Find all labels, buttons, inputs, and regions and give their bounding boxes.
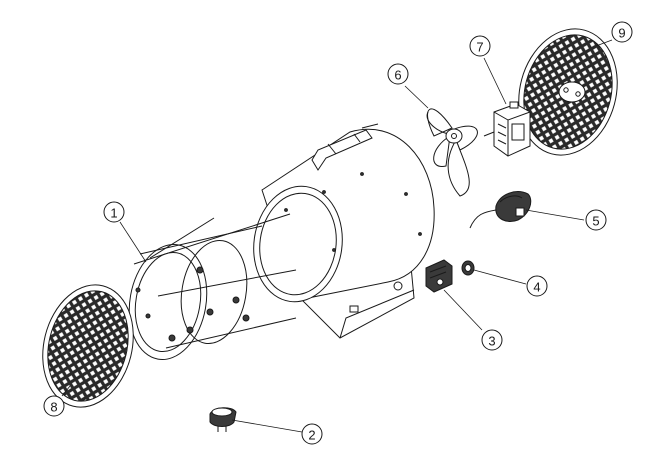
callout-6: 6 (387, 63, 409, 85)
heating-element-assembly (128, 213, 297, 360)
motor (483, 101, 531, 157)
callout-4: 4 (526, 275, 548, 297)
leader-lines (61, 39, 613, 433)
callout-8: 8 (43, 395, 65, 417)
callout-9: 9 (611, 21, 633, 43)
indicator-light (461, 260, 475, 276)
rotary-switch (425, 259, 453, 293)
svg-text:2: 2 (308, 428, 315, 443)
svg-text:7: 7 (476, 40, 483, 55)
svg-text:5: 5 (592, 214, 599, 229)
svg-text:3: 3 (488, 334, 495, 349)
svg-text:1: 1 (110, 206, 117, 221)
svg-text:4: 4 (533, 280, 540, 295)
rear-grille (518, 28, 618, 156)
callout-5: 5 (585, 209, 607, 231)
callout-7: 7 (469, 35, 491, 57)
tip-over-switch (209, 407, 237, 432)
fan-blade (426, 108, 478, 197)
front-grille (42, 284, 134, 408)
callout-1: 1 (103, 201, 125, 223)
svg-text:6: 6 (394, 68, 401, 83)
heater-housing (253, 123, 435, 339)
svg-text:9: 9 (618, 26, 625, 41)
callout-3: 3 (481, 329, 503, 351)
svg-text:8: 8 (50, 400, 57, 415)
callout-2: 2 (301, 423, 323, 445)
thermostat-knob (469, 191, 532, 229)
